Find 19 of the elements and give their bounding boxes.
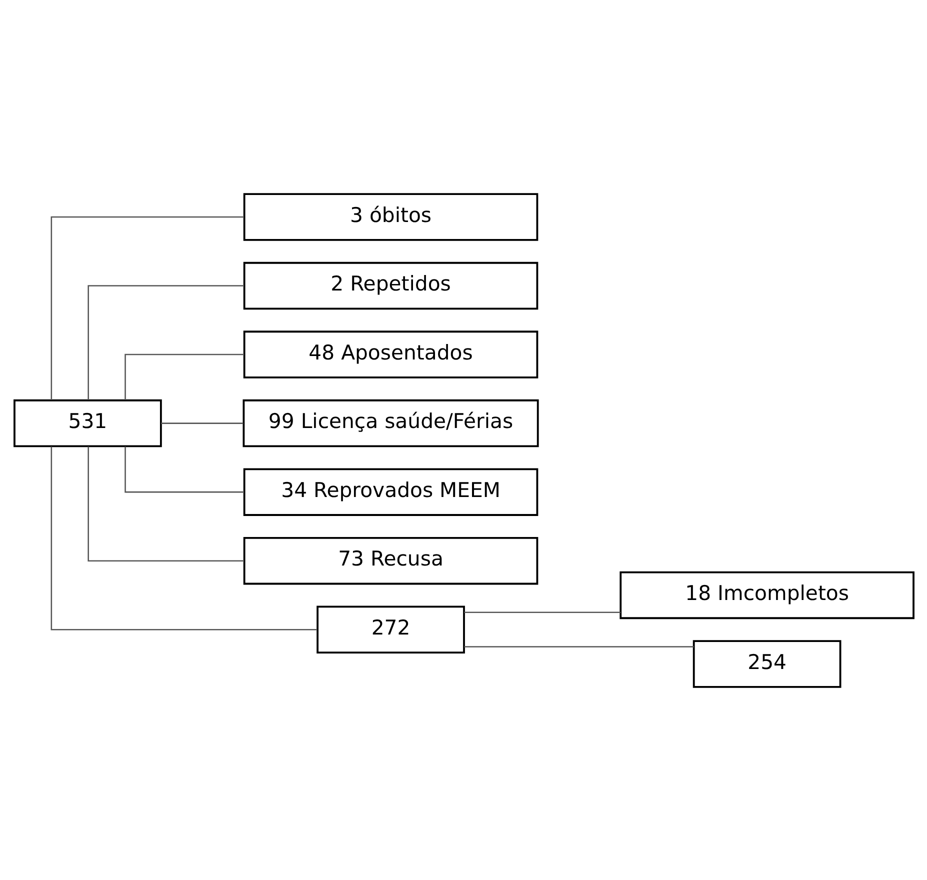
connector (50, 446, 317, 630)
node-box: 34 Reprovados MEEM (242, 468, 538, 516)
connector (464, 646, 694, 647)
connector (87, 446, 244, 561)
connector (124, 353, 244, 400)
connector (50, 216, 244, 400)
node-box: 99 Licença saúde/Férias (242, 398, 538, 447)
connector (464, 611, 620, 613)
connector (160, 422, 243, 424)
node-box: 48 Aposentados (242, 330, 538, 378)
node-box: 2 Repetidos (242, 261, 538, 310)
node-box: 272 (316, 605, 464, 653)
connector (124, 446, 244, 492)
node-box: 3 óbitos (242, 192, 538, 240)
node-box: 73 Recusa (242, 536, 538, 584)
node-box: 531 (13, 398, 162, 447)
connector (87, 284, 244, 400)
node-box: 254 (692, 640, 841, 688)
node-box: 18 Imcompletos (619, 570, 914, 619)
